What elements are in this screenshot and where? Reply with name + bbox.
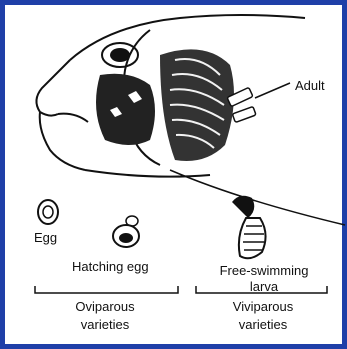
larva-illustration: [232, 196, 266, 259]
label-larva: larva: [205, 280, 323, 294]
egg-illustration: [38, 200, 58, 224]
fish-snout: [36, 60, 70, 116]
oviparous-bracket: [35, 286, 178, 293]
fish-eye: [102, 43, 138, 67]
fish-mouth: [40, 112, 85, 170]
hatching-egg-illustration: [113, 216, 139, 247]
label-free-swimming: Free-swimming: [205, 264, 323, 278]
adult-pointer-line: [255, 83, 290, 98]
label-adult: Adult: [295, 79, 325, 93]
label-hatching-egg: Hatching egg: [72, 260, 149, 274]
label-oviparous: Oviparous: [50, 300, 160, 314]
fish-jaw-line: [58, 114, 88, 122]
label-viviparous: Viviparous: [208, 300, 318, 314]
fish-belly-front: [85, 170, 210, 177]
label-oviparous-varieties: varieties: [50, 318, 160, 332]
label-egg: Egg: [34, 231, 57, 245]
fish-body-line: [170, 170, 345, 225]
label-viviparous-varieties: varieties: [208, 318, 318, 332]
